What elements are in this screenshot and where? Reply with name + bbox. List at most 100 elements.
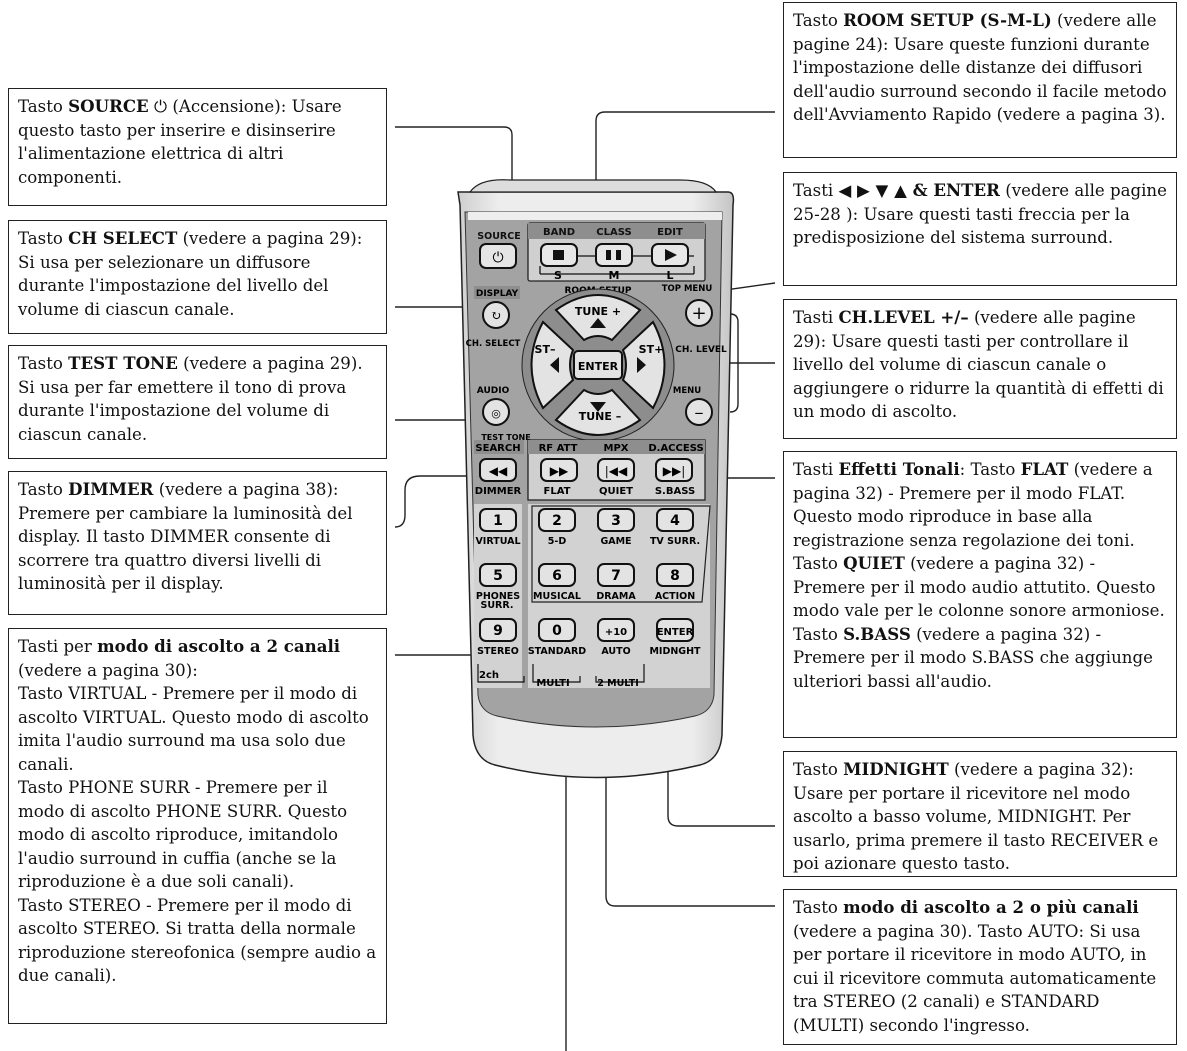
- s-label: S: [554, 269, 562, 282]
- enter-label: ENTER: [578, 360, 619, 373]
- power-icon: ⏻: [492, 250, 503, 266]
- key-midnght-button[interactable]: [656, 618, 694, 642]
- key-number-label: 0: [552, 623, 562, 639]
- play-icon: [665, 249, 677, 261]
- stop-icon: [553, 250, 564, 260]
- right-arrow-icon: [637, 357, 646, 373]
- next-icon: ▶▶|: [663, 464, 686, 478]
- key-mode-label: STEREO: [477, 646, 519, 657]
- roomsetup-description: Tasto ROOM SETUP (S-M-L) (vedere alle pa…: [783, 2, 1177, 158]
- key-number-label: 2: [552, 513, 562, 529]
- tune-down-button[interactable]: [554, 388, 642, 436]
- quiet-label: QUIET: [599, 486, 633, 497]
- key-number-label: 6: [552, 568, 562, 584]
- key-number-label: +10: [605, 627, 627, 638]
- key-phones-button[interactable]: [479, 563, 517, 587]
- key-drama-button[interactable]: [597, 563, 635, 587]
- leader-source: [395, 126, 513, 233]
- plus-icon: +: [691, 303, 706, 324]
- leader-roomsetup: [595, 111, 775, 224]
- key-mode-label: STANDARD: [528, 646, 586, 657]
- tune-plus-label: TUNE +: [575, 305, 621, 318]
- band-label: BAND: [543, 227, 575, 238]
- top-menu-label: TOP MENU: [662, 284, 713, 294]
- chlevel-description: Tasti CH.LEVEL +/– (vedere alle pagine 2…: [783, 299, 1177, 439]
- key-mode-label: MIDNGHT: [649, 646, 701, 657]
- key-5-d-button[interactable]: [538, 508, 576, 532]
- mpx-label: MPX: [604, 443, 629, 454]
- rewind-icon: ◀◀: [489, 464, 508, 478]
- edit-label: EDIT: [657, 227, 683, 238]
- flat-button[interactable]: [540, 458, 578, 482]
- midnight-description: Tasto MIDNIGHT (vedere a pagina 32): Usa…: [783, 751, 1177, 877]
- class-button[interactable]: [595, 243, 633, 267]
- source-button[interactable]: [479, 243, 517, 269]
- prev-icon: |◀◀: [605, 464, 628, 478]
- leader-chlevel: [729, 313, 775, 413]
- key-mode-label: 5-D: [548, 536, 567, 547]
- display-label: DISPLAY: [476, 289, 519, 299]
- enter-button[interactable]: [573, 350, 623, 380]
- forward-icon: ▶▶: [550, 464, 569, 478]
- key-standard-button[interactable]: [538, 618, 576, 642]
- twoch-description: Tasti per modo di ascolto a 2 canali (ve…: [8, 628, 387, 1024]
- two-multi-label: 2 MULTI: [597, 678, 639, 689]
- arrows-description: Tasti ◀ ▶ ▼ ▲ & ENTER (vedere alle pagin…: [783, 172, 1177, 286]
- twoch-label: 2ch: [479, 670, 499, 681]
- key-stereo-button[interactable]: [479, 618, 517, 642]
- leader-multi: [605, 688, 775, 907]
- s-bass-label: S.BASS: [655, 486, 695, 497]
- key-musical-button[interactable]: [538, 563, 576, 587]
- flat-label: FLAT: [544, 486, 571, 497]
- key-number-label: 8: [670, 568, 680, 584]
- chselect-description: Tasto CH SELECT (vedere a pagina 29): Si…: [8, 220, 387, 334]
- down-arrow-icon: [590, 402, 606, 412]
- tune-up-button[interactable]: [554, 294, 642, 342]
- key-number-label: 9: [493, 623, 503, 639]
- key-number-label: 7: [611, 568, 621, 584]
- key-mode-label: PHONES: [476, 591, 520, 602]
- sbass-button[interactable]: [655, 458, 693, 482]
- test-tone-button[interactable]: [482, 398, 510, 426]
- testtone-description: Tasto TEST TONE (vedere a pagina 29). Si…: [8, 345, 387, 459]
- key-mode-label: VIRTUAL: [475, 536, 520, 547]
- key-number-label: 5: [493, 568, 503, 584]
- ch-level-plus-button[interactable]: [685, 299, 713, 327]
- key-number-label: 4: [670, 513, 680, 529]
- key-mode-label: AUTO: [601, 646, 630, 657]
- ch-level-minus-button[interactable]: [685, 398, 713, 426]
- multi-label: MULTI: [536, 678, 569, 689]
- key-tv-surr--button[interactable]: [656, 508, 694, 532]
- source-description: Tasto SOURCE ⏻ (Accensione): Usare quest…: [8, 88, 387, 206]
- pause-icon: [606, 250, 611, 260]
- leader-dimmer: [394, 475, 478, 528]
- key-number-label: 3: [611, 513, 621, 529]
- multi-description: Tasto modo di ascolto a 2 o più canali (…: [783, 889, 1177, 1045]
- tune-minus-label: TUNE –: [579, 410, 622, 423]
- key-mode-label: ACTION: [655, 591, 695, 602]
- dimmer-wave-icon: ↻: [491, 309, 502, 324]
- key-auto-button[interactable]: [597, 618, 635, 642]
- st-plus-label: ST+: [639, 343, 664, 356]
- key-virtual-button[interactable]: [479, 508, 517, 532]
- ch-level-label: CH. LEVEL: [675, 345, 727, 355]
- d-access-label: D.ACCESS: [648, 443, 703, 454]
- chselect-button[interactable]: [482, 301, 510, 329]
- test-tone-label: TEST TONE: [481, 433, 530, 442]
- m-label: M: [609, 269, 620, 282]
- quiet-button[interactable]: [597, 458, 635, 482]
- key-action-button[interactable]: [656, 563, 694, 587]
- leader-midnight: [667, 682, 775, 827]
- chselect-label: CH. SELECT: [466, 339, 521, 349]
- key-mode-label: TV SURR.: [650, 536, 700, 547]
- minus-icon: –: [695, 402, 704, 423]
- power-icon: ⏻: [153, 97, 168, 116]
- surr-label: SURR.: [481, 600, 514, 611]
- st-minus-label: ST–: [535, 343, 556, 356]
- key-number-label: ENTER: [657, 627, 694, 638]
- key-game-button[interactable]: [597, 508, 635, 532]
- dimmer-description: Tasto DIMMER (vedere a pagina 38): Preme…: [8, 471, 387, 615]
- dimmer-button[interactable]: [479, 458, 517, 482]
- dimmer-label: DIMMER: [475, 486, 522, 497]
